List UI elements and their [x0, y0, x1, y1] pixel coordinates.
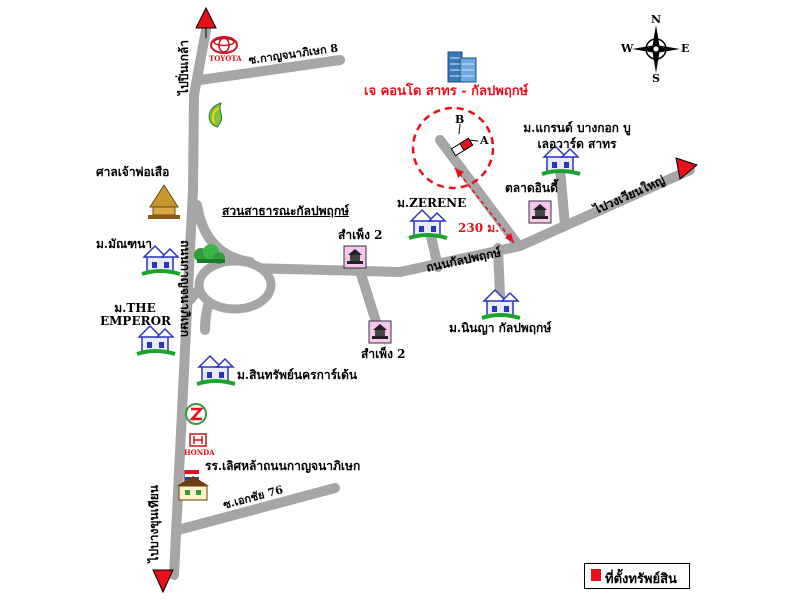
school-label: รร.เลิศหล้าถนนกาญจนาภิเษก: [205, 459, 361, 473]
road-to-bangkhunthian: ไปบางขุนเทียน: [147, 485, 161, 563]
house-zerene-icon: [407, 208, 449, 240]
samphueng-top-label: สำเพ็ง 2: [338, 228, 383, 242]
road-kanchanaphisek: ถนนกาญจนาภิเษก: [178, 240, 193, 338]
arrow-up-icon: [195, 6, 217, 38]
fuel-logo-icon: [185, 403, 207, 425]
sinsap-label: ม.สินทรัพย์นครการ์เด้น: [237, 368, 358, 382]
kanchanaphisek-road: [169, 25, 211, 580]
condo-building-icon: [447, 51, 477, 83]
arrow-right-icon: [675, 157, 699, 180]
marker-a-label: A: [480, 134, 489, 147]
toyota-label: TOYOTA: [209, 54, 242, 63]
shrine-icon: [148, 184, 180, 219]
grand-bangkok-label: ม.แกรนด์ บางกอก บูเลอวาร์ด สาทร: [523, 121, 631, 152]
talad-indy-label: ตลาดอินดี้: [505, 181, 558, 195]
honda-logo-icon: [189, 433, 207, 447]
shrine-label: ศาลเจ้าพ่อเสือ: [96, 165, 170, 179]
legend-label: ที่ตั้งทรัพย์สิน: [605, 572, 677, 587]
toyota-logo-icon: [210, 36, 238, 54]
samphueng-bottom-label: สำเพ็ง 2: [361, 347, 406, 361]
montana-label: ม.มัณฑนา: [96, 237, 153, 251]
legend: ที่ตั้งทรัพย์สิน: [584, 563, 690, 589]
distance-label: 230 ม.: [458, 221, 500, 235]
arrow-down-icon: [152, 569, 174, 594]
ninya-label: ม.นินญา กัลปพฤกษ์: [449, 321, 552, 335]
legend-swatch: [591, 569, 601, 581]
school-icon: [177, 470, 209, 501]
compass-e: E: [681, 42, 690, 55]
marker-b-label: B: [455, 113, 465, 126]
project-title: เจ คอนโด สาทร - กัลปพฤกษ์: [364, 84, 529, 99]
road-to-pinklao: ไปปิ่นเกล้า: [177, 40, 191, 95]
compass-n: N: [651, 13, 662, 26]
market-talad-indy-icon: [528, 200, 552, 224]
zerene-label: ม.ZERENE: [397, 196, 467, 210]
house-sinsap-icon: [195, 354, 237, 386]
compass-icon: [632, 25, 680, 73]
market-samphueng-bottom-icon: [368, 320, 392, 344]
market-samphueng-top-icon: [343, 245, 367, 269]
property-marker-icon: [450, 137, 474, 157]
house-emperor-icon: [135, 324, 177, 356]
compass-w: W: [621, 42, 634, 55]
compass-s: S: [652, 72, 660, 85]
emperor-label: ม.THE EMPEROR: [100, 301, 171, 329]
distance-line: [454, 167, 515, 244]
gas-station-logo-icon: [208, 102, 223, 128]
park-trees-icon: [194, 244, 225, 264]
project-radius-circle: [411, 106, 495, 190]
park-label: สวนสาธารณะกัลปพฤกษ์: [222, 204, 350, 218]
honda-label: HONDA: [184, 448, 215, 457]
